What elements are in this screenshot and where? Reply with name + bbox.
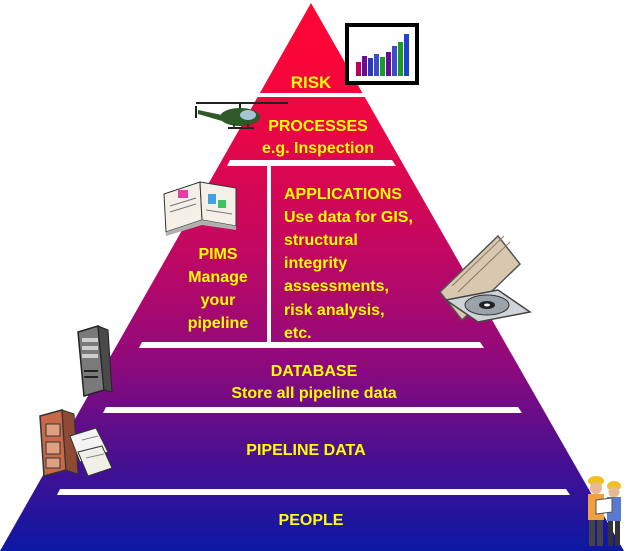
pims-line-1: PIMS [198, 246, 237, 263]
tier-database: DATABASE Store all pipeline data [231, 363, 396, 402]
tier-applications: APPLICATIONS Use data for GIS, structura… [284, 186, 413, 342]
pyramid-body [0, 3, 624, 551]
processes-subtitle: e.g. Inspection [262, 140, 374, 157]
tier-processes: PROCESSES e.g. Inspection [262, 118, 374, 157]
computer-tower-clipart-icon [77, 325, 113, 397]
database-subtitle: Store all pipeline data [231, 385, 396, 402]
pims-line-4: pipeline [188, 315, 249, 332]
applications-line-4: integrity [284, 255, 347, 272]
applications-line-6: risk analysis, [284, 302, 385, 319]
tier-people-label: PEOPLE [279, 512, 344, 529]
bar-chart-clipart-icon [345, 23, 419, 85]
open-book-clipart-icon [163, 181, 237, 236]
pims-line-3: your [201, 292, 236, 309]
cd-case-clipart-icon [438, 234, 532, 323]
applications-line-1: APPLICATIONS [284, 186, 402, 203]
processes-title: PROCESSES [268, 118, 368, 135]
tier-risk-label: RISK [291, 73, 332, 92]
workers-clipart-icon [588, 476, 621, 546]
tier-pipeline-data-label: PIPELINE DATA [246, 442, 366, 459]
helicopter-clipart-icon [195, 102, 288, 129]
applications-line-5: assessments, [284, 278, 389, 295]
applications-line-3: structural [284, 232, 358, 249]
applications-line-7: etc. [284, 325, 312, 342]
filing-cabinet-clipart-icon [39, 409, 113, 477]
tier-dividers [57, 93, 570, 495]
applications-line-2: Use data for GIS, [284, 209, 413, 226]
tier-pims: PIMS Manage your pipeline [188, 246, 249, 332]
database-title: DATABASE [271, 363, 358, 380]
pims-line-2: Manage [188, 269, 248, 286]
